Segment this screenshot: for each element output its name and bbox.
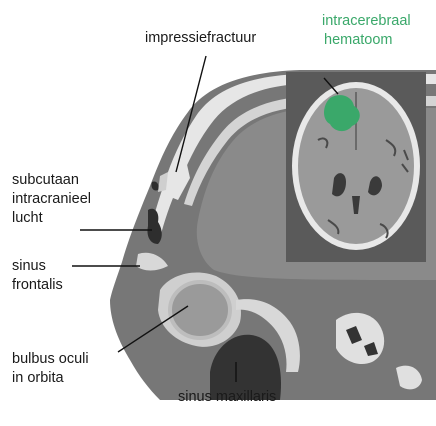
label-sinus-frontalis-2: frontalis bbox=[12, 276, 63, 294]
label-sinus-maxillaris: sinus maxillaris bbox=[178, 388, 276, 406]
label-intracerebraal-2: hematoom bbox=[324, 31, 393, 49]
label-subcutaan-3: lucht bbox=[12, 209, 43, 227]
axial-ct-inset bbox=[286, 72, 426, 262]
label-sinus-frontalis-1: sinus bbox=[12, 257, 46, 275]
label-impressiefractuur: impressiefractuur bbox=[145, 29, 256, 47]
label-intracerebraal-1: intracerebraal bbox=[322, 12, 411, 30]
label-subcutaan-1: subcutaan bbox=[12, 171, 79, 189]
label-bulbus-2: in orbita bbox=[12, 369, 64, 387]
label-bulbus-1: bulbus oculi bbox=[12, 350, 89, 368]
label-subcutaan-2: intracranieel bbox=[12, 190, 91, 208]
bulbus-oculi bbox=[170, 282, 230, 338]
